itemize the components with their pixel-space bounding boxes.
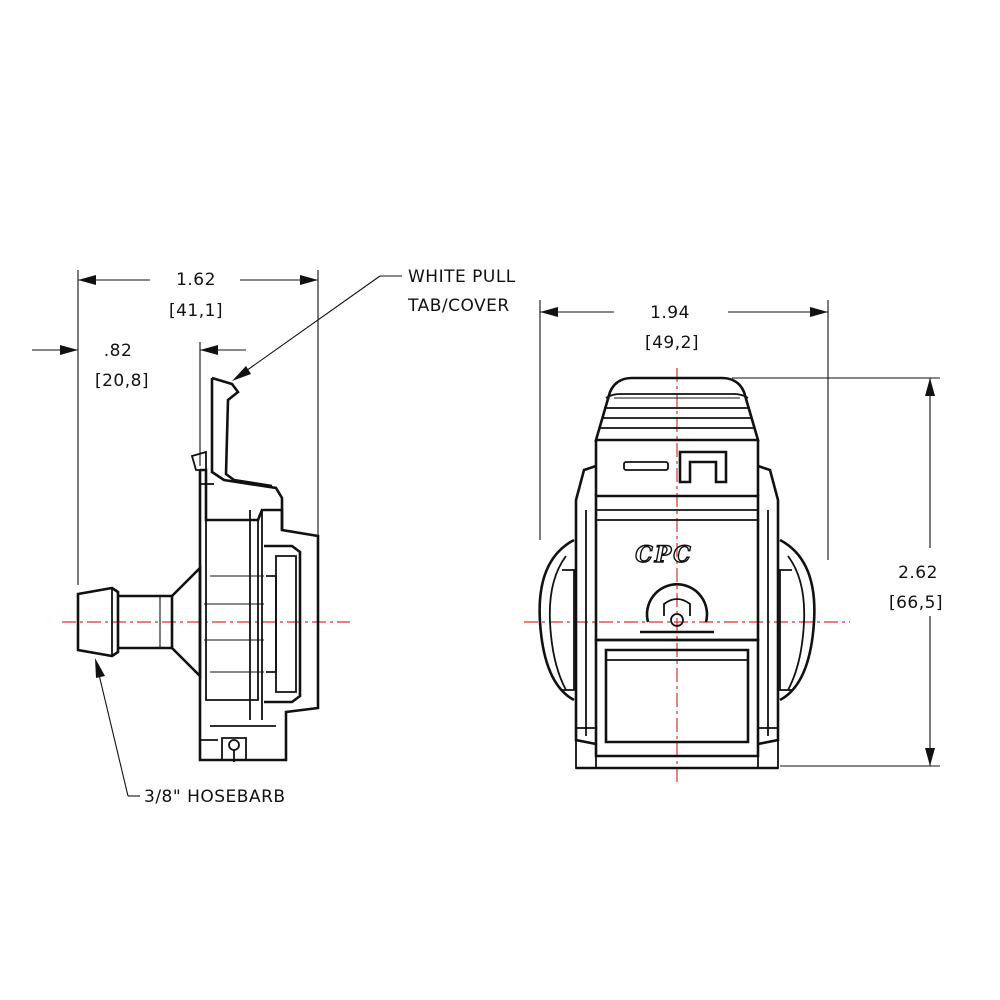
callout-pull-tab-line2: TAB/COVER bbox=[407, 296, 510, 316]
front-body: CPC bbox=[538, 464, 816, 746]
callout-pull-tab-leader bbox=[232, 275, 402, 381]
dim-offset-width-label: .82 bbox=[104, 341, 133, 361]
dim-overall-width-label: 1.62 bbox=[176, 270, 216, 290]
callout-hosebarb-leader bbox=[95, 658, 140, 797]
coupling-body-side bbox=[190, 376, 320, 762]
dim-overall-width bbox=[77, 270, 319, 585]
dim-front-height bbox=[732, 377, 940, 767]
dim-front-width bbox=[539, 300, 829, 560]
callout-pull-tab-line1: WHITE PULL bbox=[408, 267, 516, 287]
dim-front-height-mm-label: [66,5] bbox=[889, 593, 943, 613]
dim-front-height-label: 2.62 bbox=[898, 563, 938, 583]
dim-overall-width-mm-label: [41,1] bbox=[169, 301, 223, 321]
cpc-logo: CPC bbox=[635, 542, 693, 568]
callout-hosebarb-label: 3/8" HOSEBARB bbox=[144, 787, 286, 807]
dim-front-width-mm-label: [49,2] bbox=[645, 333, 699, 353]
side-view: 1.62 [41,1] .82 [20,8] WHITE PULL TAB/CO… bbox=[32, 267, 516, 807]
dim-offset-width bbox=[32, 342, 246, 466]
front-pull-tab bbox=[594, 376, 760, 496]
dim-offset-width-mm-label: [20,8] bbox=[95, 371, 149, 391]
dim-front-width-label: 1.94 bbox=[650, 303, 690, 323]
front-lower-housing bbox=[575, 638, 779, 770]
front-view: CPC 1.94 [49,2] bbox=[524, 300, 943, 782]
